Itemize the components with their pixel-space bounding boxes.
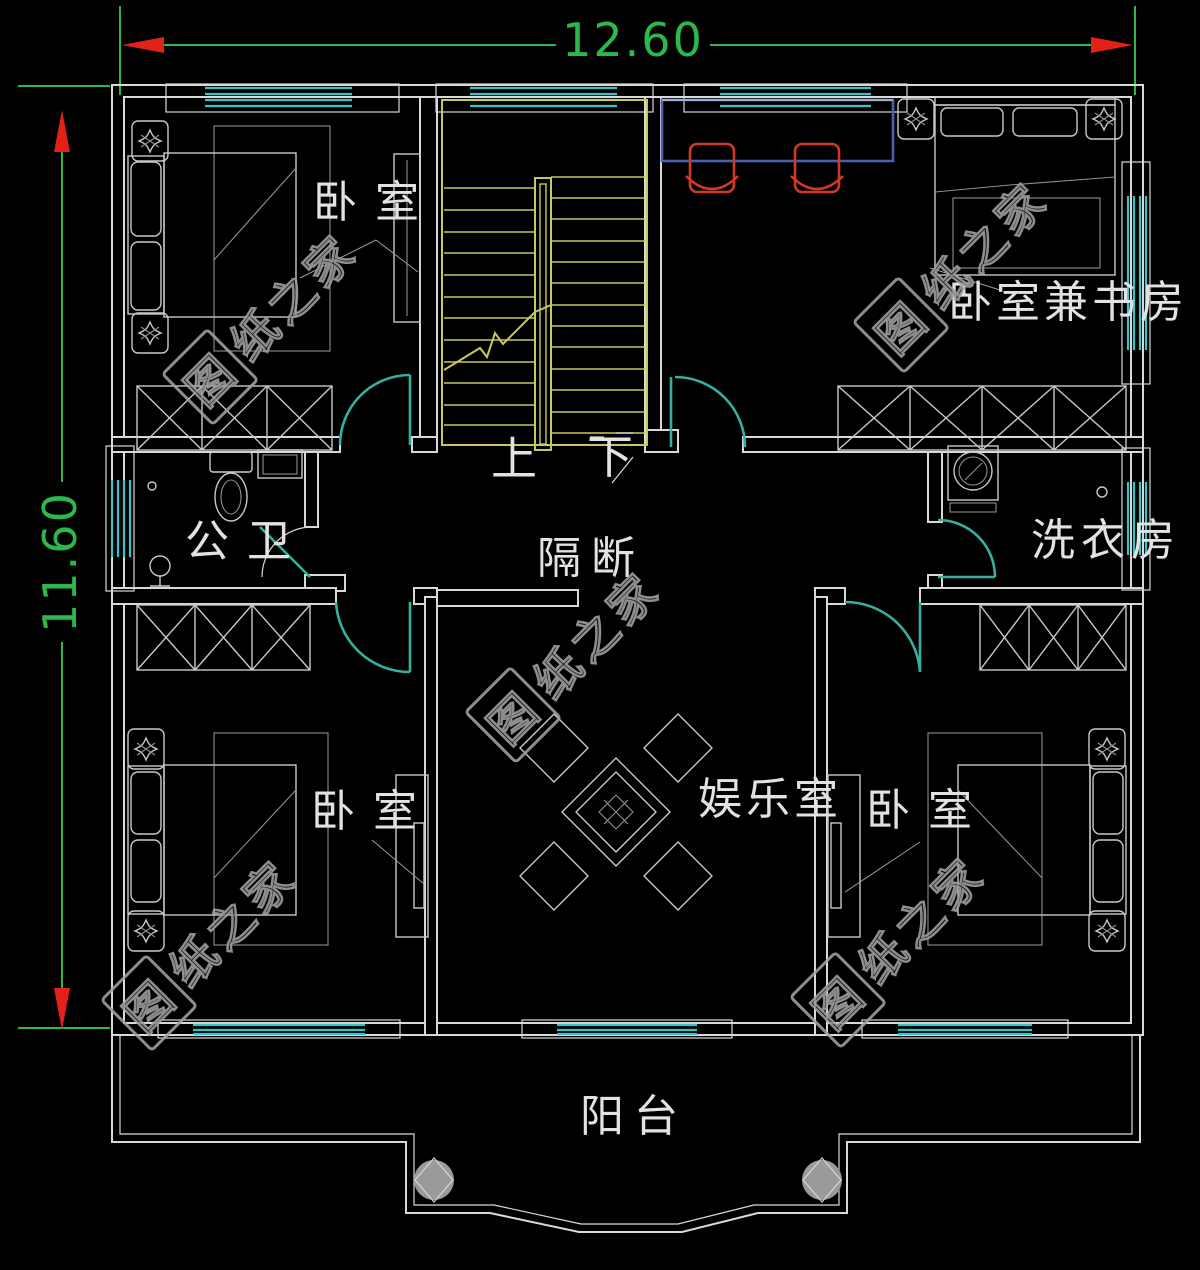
room-label-partition: 隔断	[537, 534, 645, 583]
window-left-bathroom	[105, 445, 135, 592]
table-chairs	[519, 713, 713, 911]
room-label-bathroom: 公卫	[185, 517, 309, 566]
room-label-bedroom-bottom-left: 卧室	[311, 787, 435, 836]
room-label-bedroom-top-left: 卧室	[313, 178, 437, 227]
wardrobe-bedroom-bottom-left	[136, 604, 311, 671]
bed-study	[934, 96, 1116, 276]
balcony-column-right	[802, 1157, 842, 1203]
dimension-height-label: 11.60	[33, 491, 87, 633]
window-top-left	[165, 83, 400, 113]
window-right-laundry	[1121, 447, 1151, 591]
window-right-study	[1121, 161, 1151, 385]
window-bottom-right	[861, 1019, 1069, 1039]
door-bathroom	[259, 526, 313, 578]
sink	[257, 449, 303, 479]
toilet	[209, 451, 253, 522]
balcony-outline	[111, 1035, 1141, 1233]
stairs-down-label: 下	[587, 431, 633, 483]
dimension-top	[119, 6, 1136, 95]
staircase	[441, 99, 648, 484]
wardrobe-bedroom-top-left	[136, 385, 333, 451]
desk	[660, 98, 895, 163]
desk-chair-left	[685, 142, 739, 194]
partition-wall	[436, 589, 579, 607]
tv-panel-bottom-left	[395, 774, 429, 938]
dimension-width-label: 12.60	[562, 13, 704, 67]
dimension-left	[18, 85, 110, 1030]
bed-bottom-right	[927, 732, 1127, 946]
door-bedroom-bottom-left	[334, 601, 412, 674]
door-bedroom-top-left	[338, 373, 412, 446]
floor-drain-bathroom	[147, 481, 171, 587]
label-leader-lines	[299, 239, 1001, 893]
wardrobe-study	[837, 385, 1127, 451]
balcony-column-left	[414, 1157, 454, 1203]
game-table	[561, 757, 671, 867]
floor-drain-laundry	[1096, 486, 1108, 498]
room-label-laundry: 洗衣房	[1031, 516, 1181, 565]
door-bedroom-bottom-right	[844, 600, 922, 673]
window-bottom-left	[157, 1019, 401, 1039]
room-label-balcony: 阳台	[580, 1092, 688, 1141]
stairs-up-label: 上	[491, 433, 537, 485]
washing-machine	[947, 445, 999, 513]
room-label-bedroom-study: 卧室兼书房	[948, 278, 1188, 327]
tv-panel-bottom-right	[827, 774, 861, 938]
room-label-entertainment: 娱乐室	[698, 775, 842, 824]
bed-top-left	[127, 125, 331, 352]
room-label-bedroom-bottom-right: 卧室	[866, 786, 990, 835]
stair-break-line	[443, 311, 536, 371]
desk-chair-right	[790, 142, 844, 194]
wardrobe-bedroom-bottom-right	[979, 604, 1127, 671]
tv-panel-top-left	[393, 153, 421, 323]
door-study	[669, 375, 747, 448]
door-laundry	[937, 518, 997, 579]
bed-bottom-left	[127, 732, 329, 946]
window-bottom-center	[521, 1019, 733, 1039]
